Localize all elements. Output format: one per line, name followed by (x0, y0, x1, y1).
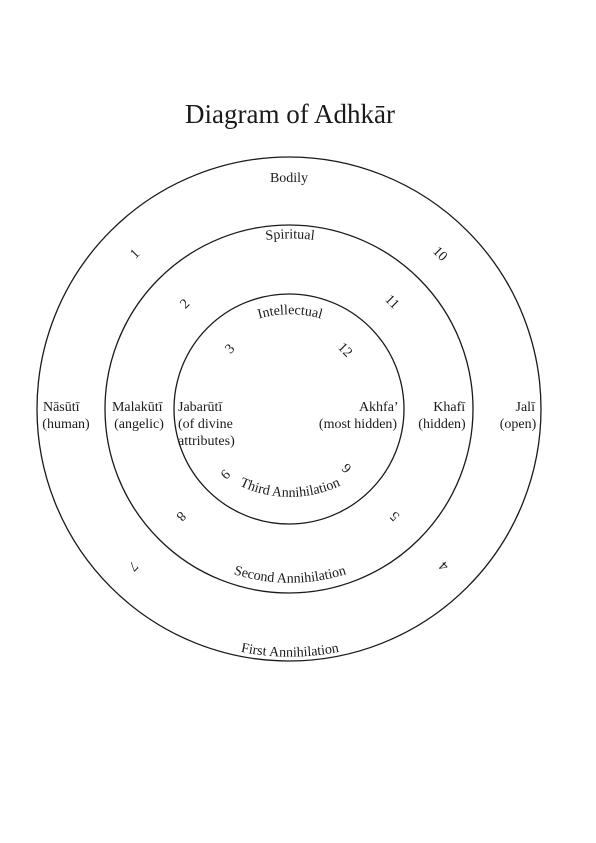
number-10: 10 (429, 244, 450, 265)
inner-ring (173, 293, 405, 525)
outer-top-label: Bodily (270, 171, 308, 186)
inner-top-label: Intellectual (256, 303, 324, 322)
number-8: 8 (173, 508, 189, 524)
outer-right-label: Jalī (open) (500, 400, 539, 432)
number-12: 12 (334, 340, 355, 361)
number-9: 9 (217, 466, 233, 482)
number-7: 7 (125, 558, 141, 574)
number-4: 4 (437, 558, 453, 574)
number-5: 5 (388, 508, 404, 524)
middle-left-label: Malakūtī (angelic) (112, 400, 166, 432)
number-2: 2 (178, 297, 194, 313)
diagram-title: Diagram of Adhkār (185, 99, 395, 129)
inner-right-label: Akhfa’ (most hidden) (319, 400, 401, 432)
outer-ring (36, 156, 542, 662)
middle-top-label: Spiritual (265, 227, 316, 244)
middle-ring (104, 224, 474, 594)
outer-bottom-label: First Annihilation (240, 641, 340, 661)
number-6: 6 (340, 460, 356, 476)
inner-left-label: Jabarūtī (of divine attributes) (178, 400, 236, 449)
number-11: 11 (382, 292, 402, 312)
inner-bottom-label: Third Annihilation (238, 475, 343, 501)
number-3: 3 (223, 342, 239, 358)
middle-bottom-label: Second Annihilation (232, 564, 347, 587)
number-1: 1 (128, 247, 144, 263)
outer-left-label: Nāsūtī (human) (42, 400, 90, 432)
middle-right-label: Khafī (hidden) (418, 400, 468, 432)
